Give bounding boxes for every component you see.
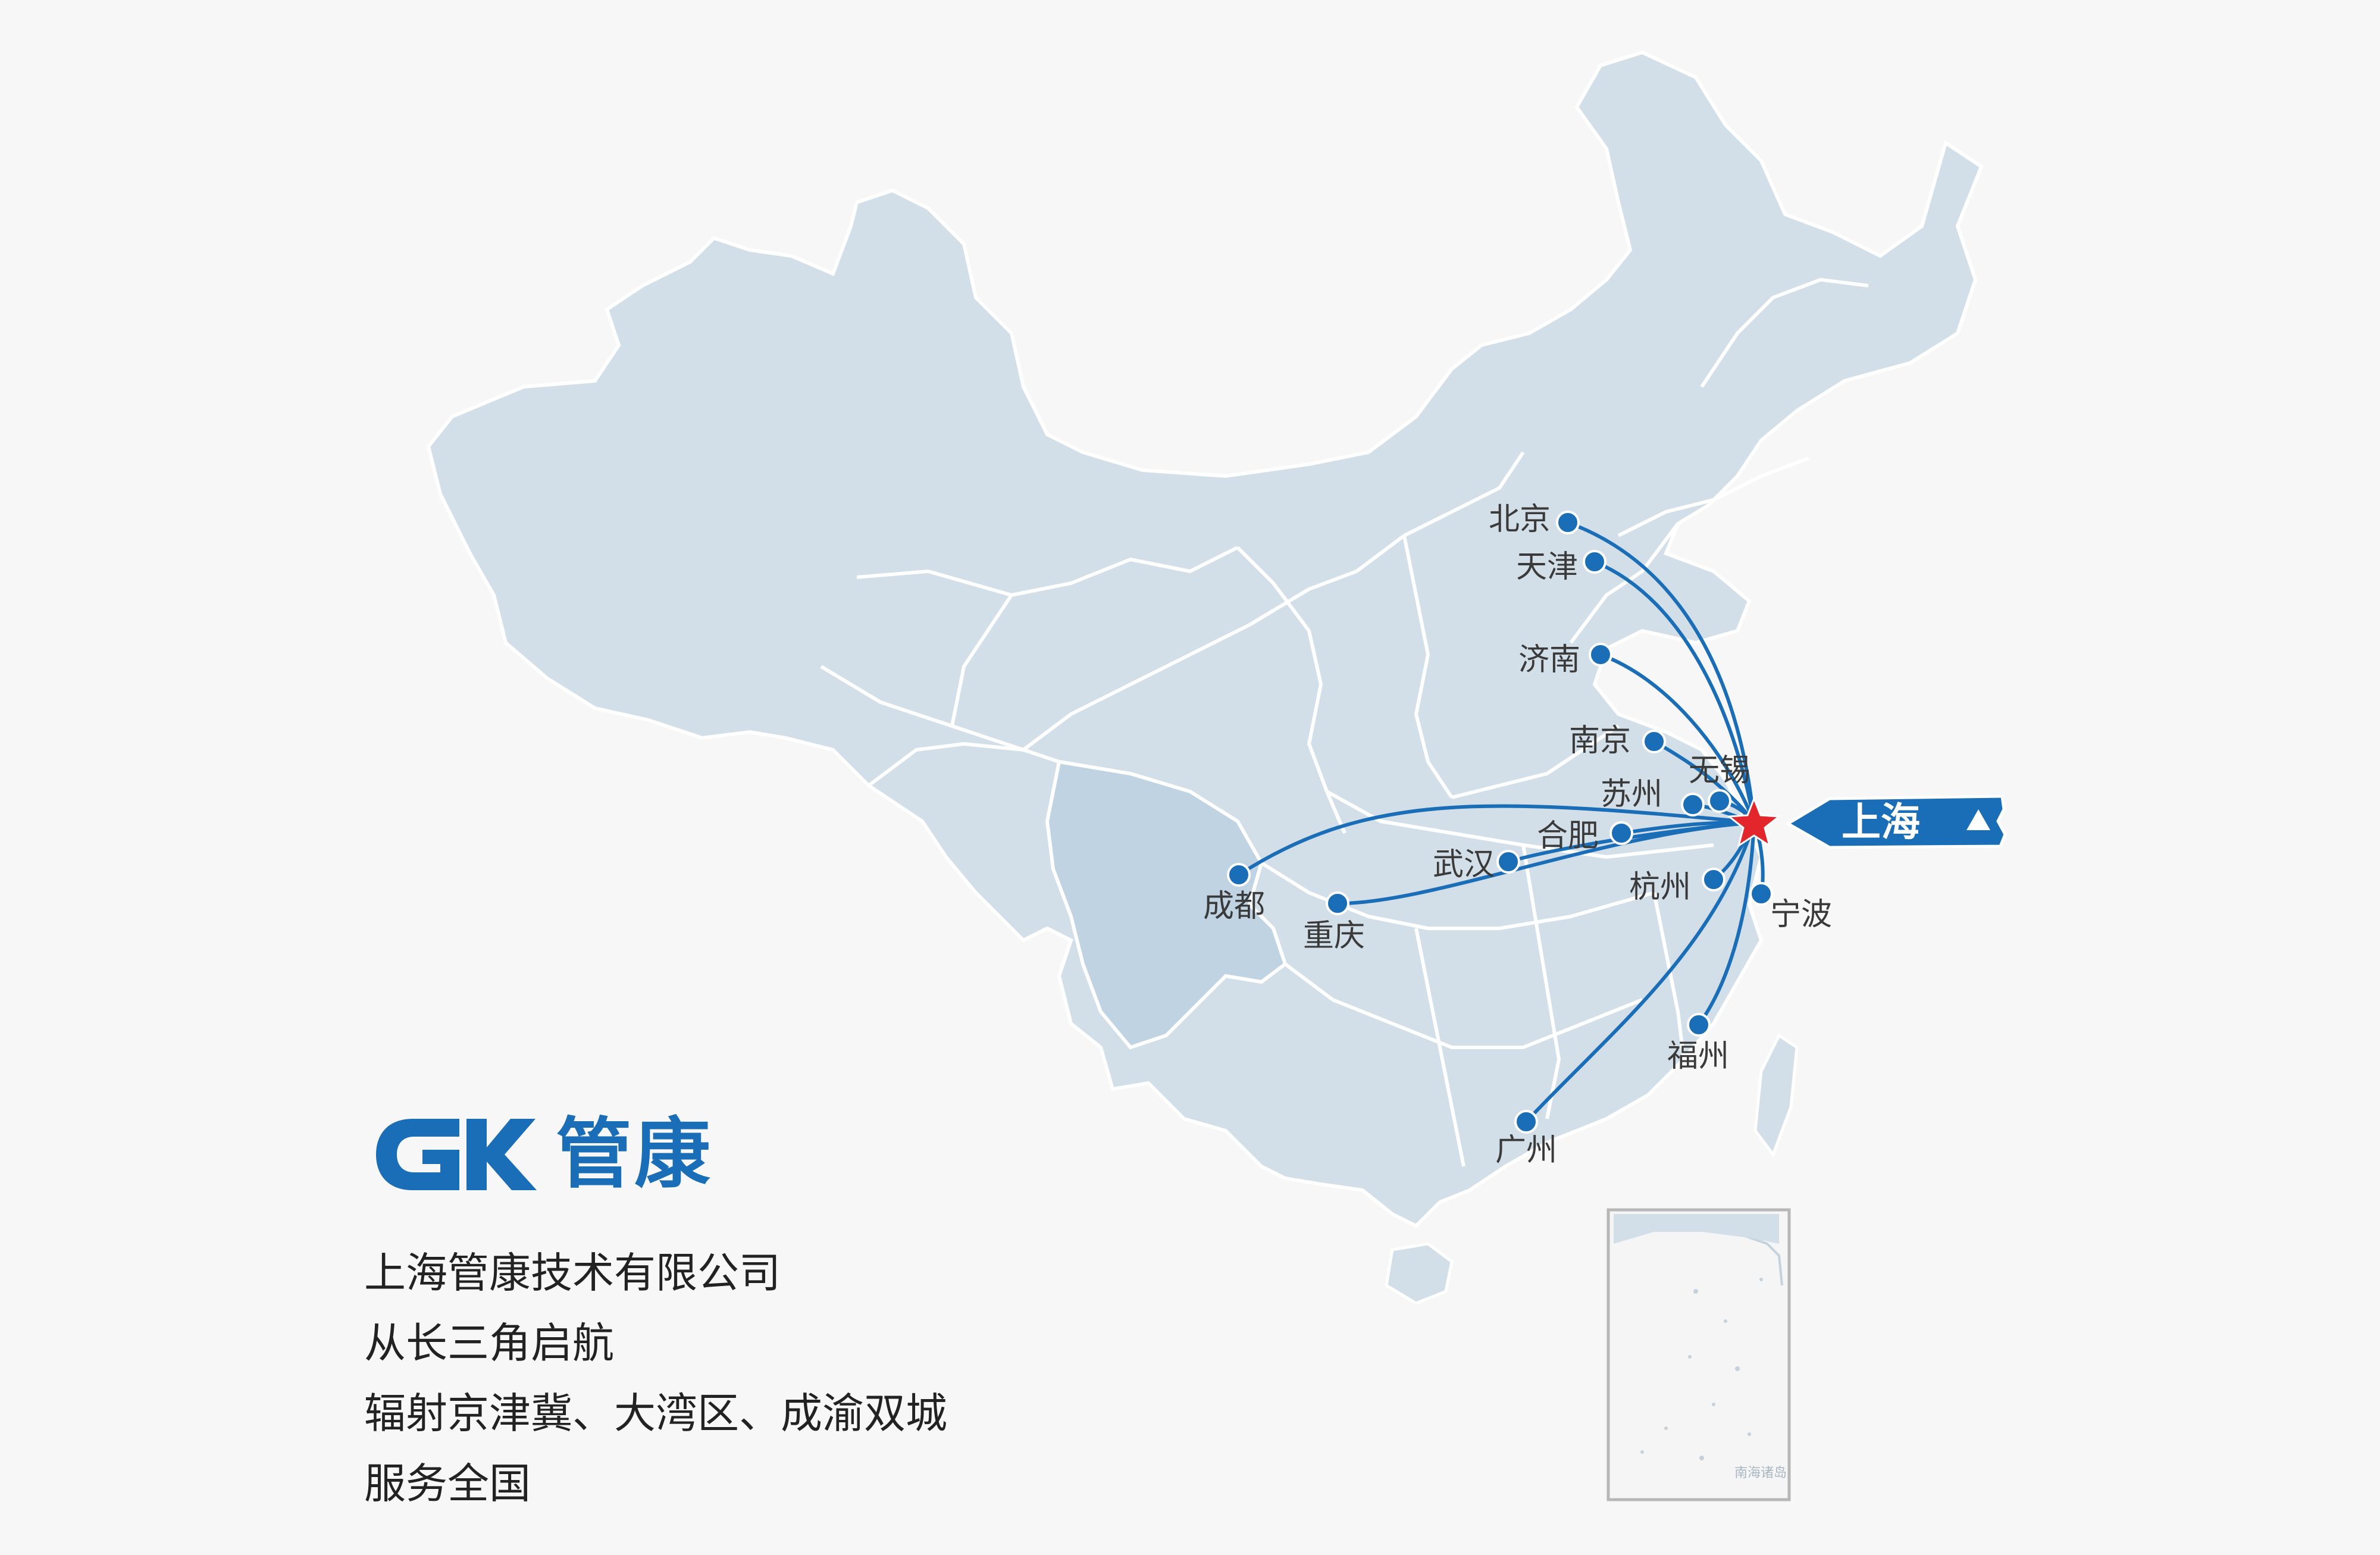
tagline-line-3: 辐射京津冀、大湾区、成渝双城 [364,1389,947,1438]
route-chongqing [1336,821,1756,906]
city-label-chengdu: 成都 [1203,888,1265,924]
city-label-ningbo: 宁波 [1770,897,1832,933]
route-tianjin [1593,560,1756,824]
city-dot-wuxi [1708,789,1731,813]
city-dot-chongqing [1326,891,1349,915]
region-sichuan [1045,759,1288,1050]
city-dot-fuzhou [1687,1013,1711,1037]
city-dot-tianjin [1583,550,1606,574]
route-jinan [1599,653,1756,824]
route-beijing [1566,521,1756,824]
hainan-island [1385,1242,1454,1305]
tagline: 上海管康技术有限公司 从长三角启航 辐射京津冀、大湾区、成渝双城 服务全国 [364,1238,947,1519]
hub-label: 上海 [1842,799,1920,845]
brand-name: 管康 [556,1110,713,1199]
inset-label: 南海诸岛 [1734,1466,1787,1481]
tagline-line-4: 服务全国 [364,1459,531,1508]
city-label-fuzhou: 福州 [1667,1038,1729,1074]
tagline-line-1: 上海管康技术有限公司 [364,1249,781,1297]
city-label-guangzhou: 广州 [1495,1132,1557,1168]
gk-logo-mark [376,1119,537,1190]
taiwan-island [1753,1033,1799,1158]
city-dot-wuhan [1496,850,1520,874]
city-markers [1227,511,1773,1134]
city-label-hefei: 合肥 [1537,818,1599,854]
city-label-wuhan: 武汉 [1433,847,1495,883]
city-label-wuxi: 无锡 [1689,753,1750,789]
city-dot-guangzhou [1514,1110,1538,1134]
city-dot-hefei [1609,821,1633,845]
city-labels: 北京 天津 济南 南京 无锡 苏州 合肥 武汉 成都 重庆 杭州 宁波 福州 广… [1203,502,1832,1168]
city-label-hangzhou: 杭州 [1629,869,1691,905]
route-chengdu [1237,804,1756,877]
city-label-nanjing: 南京 [1569,723,1631,759]
triangle-icon [1966,809,1990,830]
city-dot-beijing [1556,511,1580,534]
callout-banner [1785,794,2007,849]
city-label-beijing: 北京 [1489,502,1551,537]
route-fuzhou [1697,821,1756,1027]
city-dot-chengdu [1227,863,1251,887]
province-borders [820,278,1869,1167]
mainland-landmass [426,50,1984,1228]
city-dot-jinan [1589,643,1612,667]
brand-logo: 管康 [370,1113,713,1196]
city-dot-ningbo [1749,882,1773,906]
hub-callout: 上海 [1785,794,2007,849]
city-dot-hangzhou [1702,868,1726,891]
route-guangzhou [1524,821,1756,1124]
inset-frame [1606,1208,1791,1501]
route-nanjing [1652,740,1756,824]
city-label-suzhou: 苏州 [1601,777,1662,812]
route-lines [1237,521,1765,1124]
city-dot-nanjing [1642,730,1666,753]
south-china-sea-inset: 南海诸岛 [1606,1208,1791,1501]
city-label-chongqing: 重庆 [1303,918,1365,954]
city-label-jinan: 济南 [1518,642,1580,678]
city-dot-suzhou [1681,793,1705,816]
star-icon [1727,796,1781,848]
city-label-tianjin: 天津 [1516,549,1578,585]
tagline-line-2: 从长三角启航 [364,1319,614,1368]
